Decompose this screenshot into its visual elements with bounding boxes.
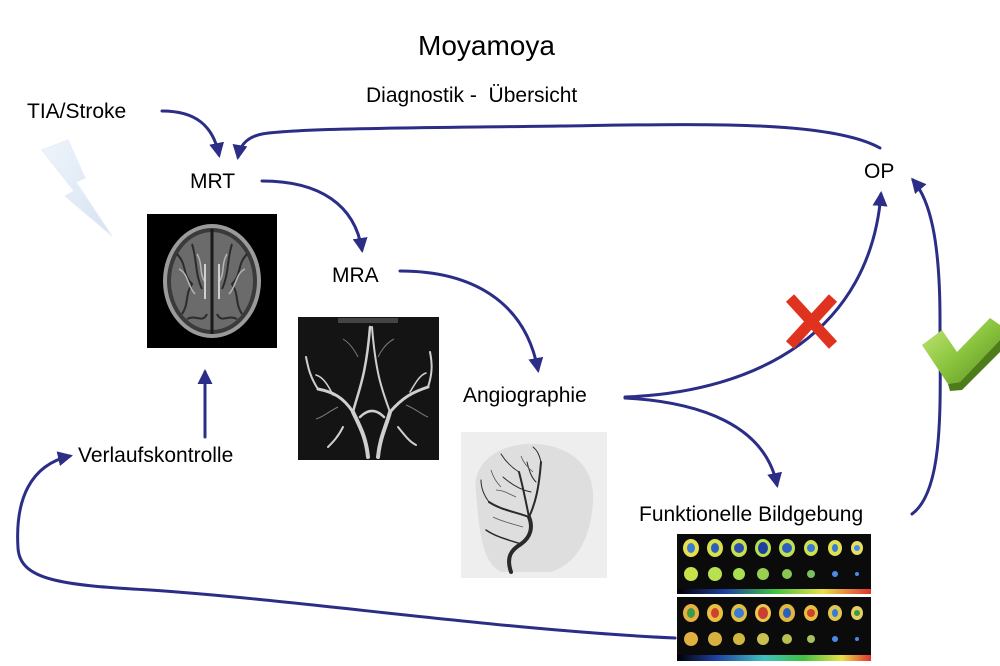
node-tia-stroke: TIA/Stroke: [27, 100, 127, 123]
arrow-funktionell-to-verlauf: [16, 451, 677, 640]
arrow-angio-to-op: [623, 191, 888, 399]
red-cross-icon: [785, 294, 838, 349]
arrow-tia-to-mrt: [160, 109, 224, 158]
diagram-title: Moyamoya: [418, 30, 555, 61]
mra-angiogram-image: [298, 317, 439, 460]
arrow-mra-to-angio: [398, 269, 544, 373]
mrt-brain-image: [147, 214, 277, 348]
functional-imaging-panel-2: [677, 597, 871, 661]
lightning-icon: [41, 139, 113, 237]
node-angiographie: Angiographie: [463, 384, 587, 407]
arrow-mrt-to-mra: [260, 179, 368, 253]
node-mra: MRA: [332, 264, 379, 287]
node-funktionelle-bildgebung: Funktionelle Bildgebung: [639, 503, 864, 526]
arrow-funktionell-to-op: [910, 177, 942, 516]
angiography-image: [461, 432, 607, 578]
node-verlaufskontrolle: Verlaufskontrolle: [78, 444, 234, 467]
arrow-op-to-mrt: [232, 123, 882, 160]
diagram-subtitle: Diagnostik - Übersicht: [366, 84, 578, 107]
green-check-icon: [922, 318, 1000, 391]
node-mrt: MRT: [190, 170, 236, 193]
functional-imaging-panel-1: [677, 534, 871, 594]
node-op: OP: [864, 160, 895, 183]
arrow-angio-to-funktionell: [623, 396, 782, 488]
